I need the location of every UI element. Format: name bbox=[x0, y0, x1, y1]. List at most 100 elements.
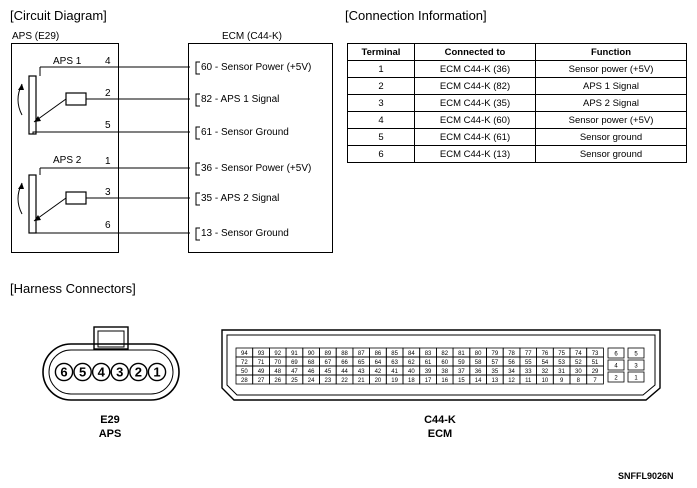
svg-text:44: 44 bbox=[341, 369, 348, 375]
svg-text:31: 31 bbox=[558, 369, 565, 375]
c44k-pin: 67 bbox=[319, 356, 337, 367]
aps1-resistor bbox=[28, 75, 37, 135]
c44k-pin: 12 bbox=[502, 374, 521, 385]
c44k-pin: 23 bbox=[319, 374, 337, 385]
c44k-pin: 85 bbox=[385, 347, 404, 358]
svg-text:26: 26 bbox=[274, 378, 281, 384]
c44k-pin: 76 bbox=[536, 347, 554, 358]
svg-text:49: 49 bbox=[258, 369, 265, 375]
svg-text:50: 50 bbox=[241, 369, 248, 375]
table-cell: ECM C44-K (82) bbox=[414, 77, 536, 95]
c44k-pin: 11 bbox=[519, 374, 537, 385]
svg-text:4: 4 bbox=[98, 365, 106, 380]
c44k-pin: 26 bbox=[269, 374, 287, 385]
c44k-pin: 43 bbox=[352, 365, 370, 376]
pin-number: 5 bbox=[105, 120, 111, 131]
table-row: 3 ECM C44-K (35) APS 2 Signal bbox=[347, 94, 687, 112]
svg-text:73: 73 bbox=[592, 351, 599, 357]
svg-text:74: 74 bbox=[575, 351, 582, 357]
svg-text:20: 20 bbox=[375, 378, 382, 384]
c44k-pin: 57 bbox=[486, 356, 504, 367]
table-cell: APS 2 Signal bbox=[535, 94, 687, 112]
svg-text:84: 84 bbox=[408, 351, 415, 357]
svg-text:19: 19 bbox=[391, 378, 398, 384]
svg-text:21: 21 bbox=[358, 378, 365, 384]
aps2-sensor-element bbox=[65, 191, 87, 205]
c44k-pin: 81 bbox=[452, 347, 471, 358]
svg-text:60: 60 bbox=[441, 360, 448, 366]
c44k-pin: 40 bbox=[402, 365, 421, 376]
svg-text:27: 27 bbox=[258, 378, 265, 384]
svg-text:61: 61 bbox=[425, 360, 432, 366]
c44k-pin: 33 bbox=[519, 365, 537, 376]
e29-pin: 3 bbox=[110, 362, 130, 382]
c44k-pin: 71 bbox=[252, 356, 270, 367]
svg-text:52: 52 bbox=[575, 360, 582, 366]
svg-text:38: 38 bbox=[441, 369, 448, 375]
c44k-pin: 38 bbox=[435, 365, 454, 376]
c44k-pin: 69 bbox=[285, 356, 304, 367]
e29-sub-label: APS bbox=[98, 428, 122, 440]
c44k-pin: 83 bbox=[419, 347, 437, 358]
c44k-pin: 15 bbox=[452, 374, 471, 385]
svg-text:25: 25 bbox=[291, 378, 298, 384]
table-cell: 2 bbox=[347, 77, 415, 95]
e29-pin: 2 bbox=[129, 362, 148, 382]
c44k-pin: 80 bbox=[469, 347, 487, 358]
table-header: Function bbox=[535, 43, 687, 61]
svg-text:63: 63 bbox=[391, 360, 398, 366]
svg-text:35: 35 bbox=[492, 369, 499, 375]
pin-number: 2 bbox=[105, 88, 111, 99]
svg-text:75: 75 bbox=[558, 351, 565, 357]
table-cell: ECM C44-K (60) bbox=[414, 111, 536, 129]
c44k-pin: 63 bbox=[385, 356, 404, 367]
c44k-pin: 53 bbox=[552, 356, 571, 367]
ecm-pin-label: 13 - Sensor Ground bbox=[201, 228, 289, 239]
aps1-sensor-element bbox=[65, 92, 87, 106]
table-cell: Sensor power (+5V) bbox=[535, 111, 687, 129]
svg-text:47: 47 bbox=[291, 369, 298, 375]
c44k-pin: 31 bbox=[552, 365, 571, 376]
c44k-pin: 60 bbox=[435, 356, 454, 367]
svg-text:76: 76 bbox=[542, 351, 549, 357]
table-row: 6 ECM C44-K (13) Sensor ground bbox=[347, 145, 687, 163]
aps1-label: APS 1 bbox=[53, 56, 82, 67]
svg-text:55: 55 bbox=[525, 360, 532, 366]
c44k-pin: 32 bbox=[536, 365, 554, 376]
c44k-pin: 94 bbox=[235, 347, 254, 358]
svg-text:17: 17 bbox=[425, 378, 432, 384]
svg-text:82: 82 bbox=[441, 351, 448, 357]
c44k-pin: 46 bbox=[302, 365, 320, 376]
c44k-pin: 8 bbox=[569, 374, 588, 385]
svg-text:32: 32 bbox=[542, 369, 549, 375]
connection-table: Terminal Connected to Function 1 ECM C44… bbox=[347, 43, 687, 163]
table-row: 4 ECM C44-K (60) Sensor power (+5V) bbox=[347, 111, 687, 129]
svg-text:5: 5 bbox=[634, 352, 638, 358]
c44k-pin: 68 bbox=[302, 356, 320, 367]
svg-text:12: 12 bbox=[508, 378, 515, 384]
svg-text:24: 24 bbox=[308, 378, 315, 384]
aps2-label: APS 2 bbox=[53, 155, 82, 166]
aps2-resistor bbox=[28, 174, 37, 234]
c44k-pin: 41 bbox=[385, 365, 404, 376]
svg-text:1: 1 bbox=[634, 376, 638, 382]
c44k-side-pin: 2 bbox=[607, 371, 625, 383]
svg-text:83: 83 bbox=[425, 351, 432, 357]
svg-text:80: 80 bbox=[475, 351, 482, 357]
circuit-wiring bbox=[17, 61, 200, 241]
svg-text:42: 42 bbox=[375, 369, 382, 375]
c44k-pin: 9 bbox=[552, 374, 571, 385]
svg-text:10: 10 bbox=[542, 378, 549, 384]
svg-text:6: 6 bbox=[614, 352, 618, 358]
c44k-pin: 61 bbox=[419, 356, 437, 367]
c44k-pin: 82 bbox=[435, 347, 454, 358]
pin-number: 3 bbox=[105, 187, 111, 198]
c44k-pin: 59 bbox=[452, 356, 471, 367]
svg-text:57: 57 bbox=[492, 360, 499, 366]
svg-text:85: 85 bbox=[391, 351, 398, 357]
svg-text:64: 64 bbox=[375, 360, 382, 366]
e29-pin: 1 bbox=[147, 362, 167, 382]
c44k-pin: 87 bbox=[352, 347, 370, 358]
c44k-pin: 34 bbox=[502, 365, 521, 376]
c44k-pin: 50 bbox=[235, 365, 254, 376]
